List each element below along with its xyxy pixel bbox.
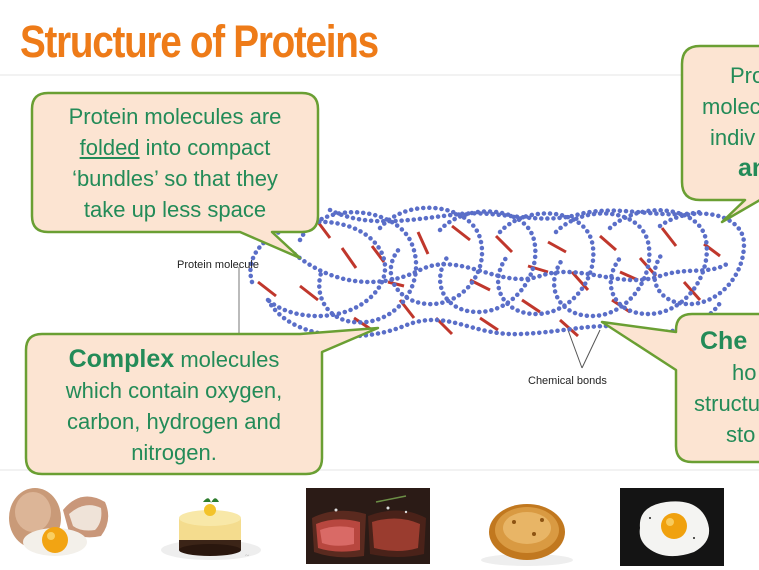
protein-chain-segment — [327, 207, 703, 224]
chemical-bond — [494, 234, 514, 254]
top-right-line4: am — [738, 154, 759, 182]
chemical-bond — [521, 298, 541, 314]
chemical-bond — [599, 234, 617, 252]
steak-photo — [306, 488, 430, 564]
fishcake-photo — [472, 488, 582, 568]
complex-line1: molecules — [180, 347, 280, 372]
chemical-bond — [682, 281, 702, 301]
protein-chain-segment — [377, 205, 485, 307]
bond-leader-line-2 — [581, 329, 601, 369]
folded-line4: take up less space — [83, 197, 267, 222]
callout-folded-shape — [30, 91, 320, 260]
callout-bottom-right-shape — [600, 312, 759, 464]
fried-egg-photo — [620, 488, 724, 566]
protein-chain-segment — [297, 209, 419, 325]
protein-chain-segment — [551, 211, 652, 319]
eggs-photo — [5, 480, 113, 564]
complex-line3: carbon, hydrogen and — [66, 409, 282, 434]
complex-strong: Complex — [68, 345, 175, 373]
top-right-line2: molec — [702, 94, 759, 119]
chemical-bond — [316, 221, 332, 239]
slide-title: Structure of Proteins — [20, 16, 379, 67]
chemical-bond — [703, 242, 721, 258]
complex-line2: which contain oxygen, — [65, 378, 283, 403]
bottom-right-line3: structu — [694, 391, 759, 416]
bottom-right-line2: ho — [732, 360, 757, 385]
chemical-bond — [340, 247, 358, 269]
callout-complex-shape — [24, 326, 380, 476]
bottom-right-line1: Che — [700, 327, 748, 355]
protein-chain-segment — [607, 208, 710, 317]
protein-chain-segment — [652, 211, 747, 307]
folded-emphasis: folded — [79, 135, 140, 160]
folded-line3: ‘bundles’ so that they — [72, 166, 278, 191]
callout-top-right-shape — [680, 44, 759, 224]
chemical-bond — [570, 271, 590, 291]
chemical-bond — [479, 316, 499, 332]
chemical-bonds-label: Chemical bonds — [528, 375, 607, 387]
chemical-bond — [660, 227, 678, 247]
chemical-bond — [547, 240, 567, 254]
callout-top-right: Pro molec indiv am — [690, 60, 759, 184]
folded-line1: Protein molecules are — [68, 104, 282, 129]
callout-complex: Complex molecules which contain oxygen, … — [28, 344, 320, 468]
complex-line4: nitrogen. — [131, 440, 217, 465]
chemical-bond — [527, 264, 549, 274]
chemical-bond — [257, 280, 277, 298]
cheesecake-photo: ~ — [153, 488, 268, 565]
chemical-bond — [299, 284, 319, 302]
top-right-line3: indiv — [710, 125, 756, 150]
top-right-line1: Pro — [730, 63, 759, 88]
bond-leader-line-1 — [567, 329, 583, 369]
protein-chain-segment — [495, 211, 596, 317]
protein-molecule-label: Protein molecule — [177, 259, 259, 271]
bottom-right-line4: sto — [726, 422, 756, 447]
chemical-bond — [451, 224, 471, 242]
svg-text:~: ~ — [245, 551, 250, 560]
folded-line2: into compact — [145, 135, 271, 160]
callout-folded: Protein molecules are folded into compac… — [34, 101, 316, 225]
chemical-bond — [416, 231, 430, 255]
callout-bottom-right: Che ho structu sto — [690, 326, 759, 450]
